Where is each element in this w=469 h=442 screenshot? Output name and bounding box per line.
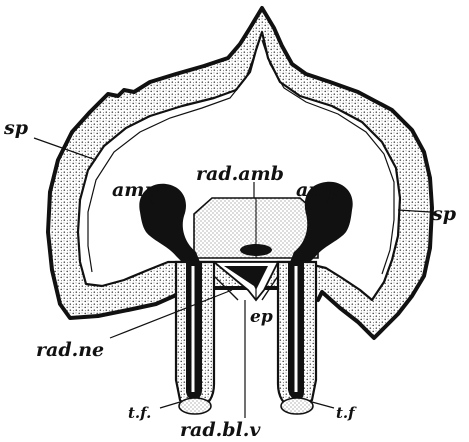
label-amp-left: amp bbox=[112, 179, 158, 201]
label-ep: ep bbox=[250, 307, 273, 327]
label-rad-ne: rad.ne bbox=[36, 339, 104, 361]
label-tf-right: t.f bbox=[336, 404, 357, 422]
left-terminal-sucker bbox=[179, 398, 211, 414]
label-rad-bl-v: rad.bl.v bbox=[180, 419, 261, 441]
label-sp-right: sp bbox=[431, 203, 457, 225]
label-tf-left: t.f. bbox=[128, 404, 151, 422]
radial-canal-lumen bbox=[240, 244, 272, 256]
label-sp-left: sp bbox=[3, 117, 29, 139]
label-rad-amb: rad.amb bbox=[196, 163, 284, 185]
label-amp-right: amp bbox=[296, 179, 342, 201]
right-terminal-sucker bbox=[281, 398, 313, 414]
